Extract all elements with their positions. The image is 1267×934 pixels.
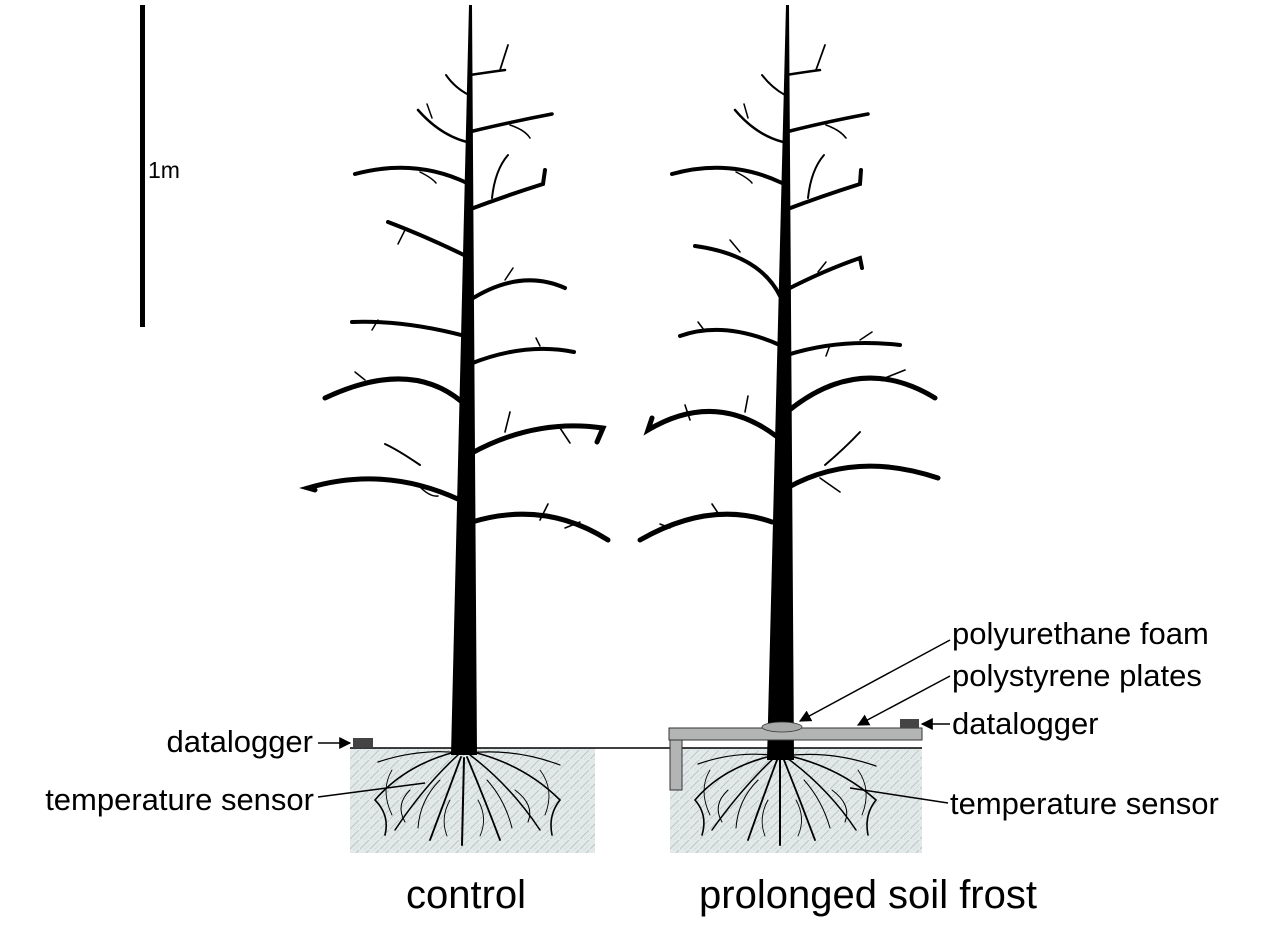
trunk-control [451, 5, 477, 755]
label-datalogger-control: datalogger [166, 724, 313, 759]
leader-polystyrene-plates [856, 675, 951, 726]
soil-layer [350, 747, 922, 853]
label-datalogger-frost: datalogger [952, 706, 1099, 741]
label-temperature-sensor-control: temperature sensor [45, 782, 314, 817]
leader-temperature-sensor-control [317, 782, 426, 798]
tree-control [299, 5, 611, 846]
leader-lines [317, 639, 951, 804]
caption-control: control [406, 873, 526, 917]
soil-block-control [350, 748, 595, 853]
label-polystyrene-plates: polystyrene plates [952, 658, 1202, 693]
roots-control [373, 751, 562, 846]
branches-frost [637, 44, 941, 543]
scale-bar: 1m [140, 5, 180, 327]
polystyrene-plate-side [669, 739, 683, 791]
datalogger-control [353, 738, 373, 747]
trunk-frost [767, 5, 794, 760]
branches-control [299, 44, 611, 543]
roots-frost [693, 753, 878, 846]
scale-bar-line [140, 5, 145, 327]
label-polyurethane-foam: polyurethane foam [952, 616, 1209, 651]
polyurethane-foam-blob [761, 721, 803, 733]
leader-temperature-sensor-frost [849, 787, 949, 804]
datalogger-frost [900, 719, 919, 728]
caption-frost: prolonged soil frost [699, 873, 1037, 917]
tree-frost [637, 5, 941, 846]
scale-bar-label: 1m [148, 157, 180, 183]
leader-polyurethane-foam [798, 639, 951, 722]
labels: datalogger temperature sensor polyuretha… [45, 616, 1219, 917]
frost-insulation [668, 721, 923, 791]
label-temperature-sensor-frost: temperature sensor [950, 786, 1219, 821]
